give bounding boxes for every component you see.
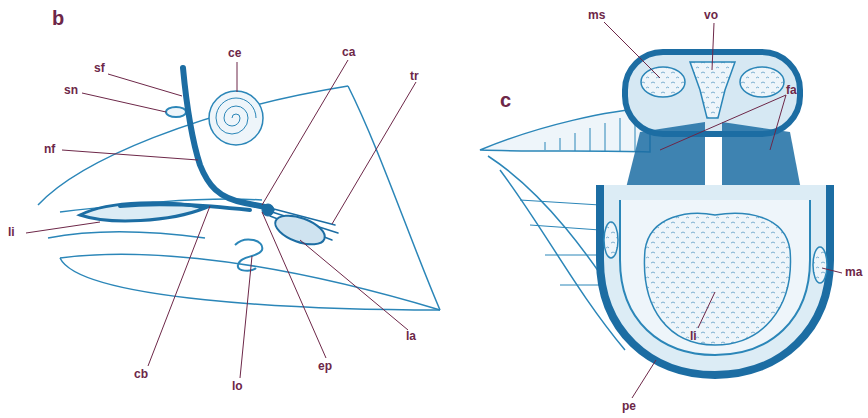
part-label: pe: [622, 400, 636, 412]
vertebra-section: [690, 62, 735, 118]
lower-section: [600, 185, 830, 375]
part-label: sn: [64, 84, 78, 96]
leader-line: [26, 222, 100, 233]
part-label: lo: [232, 380, 243, 392]
leader-line: [822, 268, 842, 273]
leader-line: [300, 240, 408, 330]
part-label: tr: [410, 70, 419, 82]
part-label: cb: [134, 368, 148, 380]
leader-line: [108, 74, 182, 96]
mantle-section: [813, 247, 827, 283]
leader-line: [262, 212, 326, 358]
striations: [545, 112, 635, 151]
part-label: li: [8, 226, 15, 238]
leader-line: [62, 150, 198, 160]
part-label: vo: [704, 9, 718, 21]
nerve-trunk: [183, 68, 270, 208]
wedge-upper: [480, 108, 650, 152]
sac-organ: [271, 210, 328, 250]
leader-line: [240, 256, 252, 378]
part-label: ce: [228, 47, 241, 59]
node-blob: [262, 204, 274, 216]
leader-line: [82, 93, 166, 112]
small-organ: [166, 107, 186, 117]
leader-line: [698, 292, 715, 328]
part-label: ep: [318, 360, 332, 372]
leader-line: [604, 22, 660, 78]
leader-line: [632, 360, 656, 398]
leader-line: [237, 62, 238, 92]
nerve-branch: [120, 204, 250, 210]
leader-line: [332, 82, 416, 224]
leader-line: [660, 95, 786, 150]
leader-line: [148, 206, 210, 366]
part-label: ma: [845, 266, 862, 278]
panel-letter: c: [500, 90, 511, 110]
lower-valve-outline: [60, 258, 440, 310]
part-label: li: [690, 330, 697, 342]
coiled-organ: [209, 91, 263, 145]
lower-valve: [60, 254, 440, 310]
mantle-edge: [48, 232, 205, 238]
part-label: sf: [94, 62, 105, 74]
muscle-section: [641, 67, 685, 97]
part-label: nf: [44, 143, 55, 155]
leader-line: [262, 60, 348, 205]
panel-letter: b: [52, 8, 64, 28]
part-label: ms: [588, 9, 605, 21]
liver-section: [644, 213, 790, 345]
part-label: la: [406, 330, 416, 342]
leader-line: [712, 23, 714, 70]
part-label: ca: [342, 46, 355, 58]
lower-section-inner: [620, 200, 810, 355]
mantle-section: [604, 222, 618, 258]
loop-organ: [235, 240, 262, 271]
coil-spiral: [216, 98, 256, 134]
muscle-section: [740, 67, 784, 97]
part-label: fa: [786, 84, 797, 96]
